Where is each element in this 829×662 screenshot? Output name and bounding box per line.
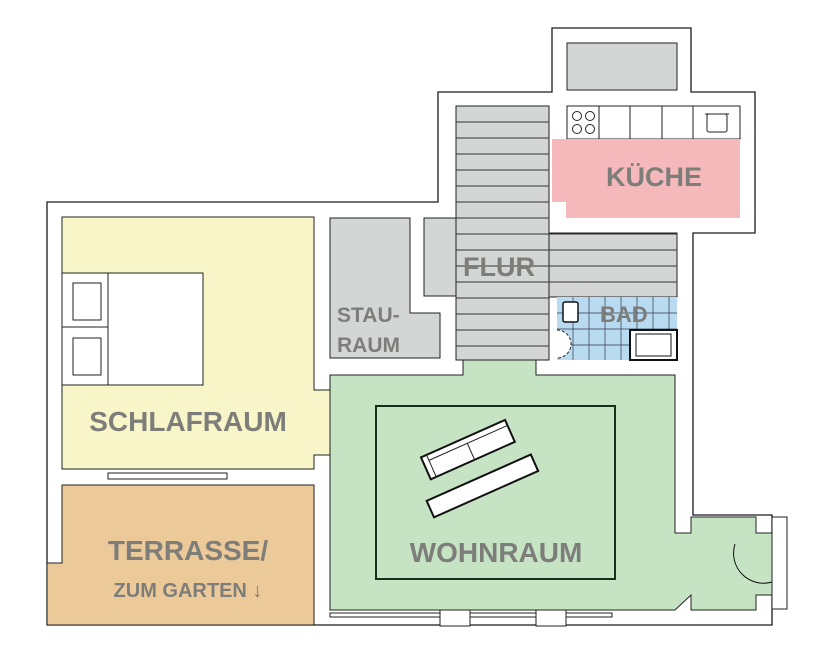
kitchen-counter (566, 105, 741, 140)
bath-label: BAD (600, 302, 648, 327)
shower-icon (556, 329, 572, 359)
toilet-icon (562, 301, 579, 323)
windows (329, 609, 613, 627)
terrace-door (107, 472, 228, 480)
entrance-door (733, 543, 773, 584)
sideboard-icon (425, 453, 540, 519)
stove-icon (572, 111, 595, 134)
kitchen-label: KÜCHE (606, 162, 702, 192)
bathtub-icon (629, 329, 678, 361)
bed-icon (61, 272, 204, 386)
bath-area (556, 297, 678, 361)
hall-area (423, 105, 678, 361)
terrace-label-line2: ZUM GARTEN ↓ (114, 580, 263, 602)
storage-label-line2: RAUM (337, 334, 400, 357)
storage-label-line1: STAU- (337, 304, 400, 327)
terrace-area (46, 484, 315, 626)
sofa-icon (419, 418, 517, 481)
sink-icon (705, 113, 729, 133)
kitchen-area (552, 139, 740, 218)
bedroom-label: SCHLAFRAUM (89, 406, 287, 437)
living-area (329, 359, 773, 611)
entrance-step (771, 516, 788, 610)
storage-area (329, 217, 441, 359)
rug (375, 405, 616, 580)
hall-label: FLUR (463, 252, 535, 282)
annex-storage (566, 42, 678, 91)
living-label: WOHNRAUM (410, 537, 583, 568)
terrace-label-line1: TERRASSE/ (108, 535, 268, 566)
